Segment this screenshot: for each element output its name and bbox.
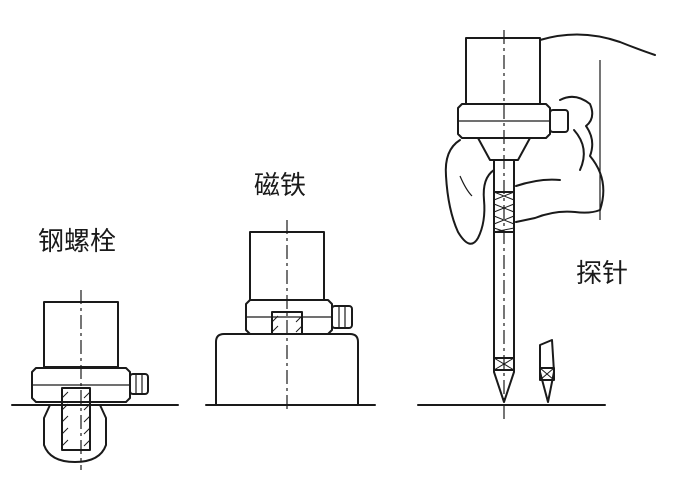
hand-finger-crease [573,129,585,171]
magnet-base [215,333,359,406]
probe-alt-tip-collar [539,367,555,381]
hand-thumb-crease [459,175,473,197]
stud-mounting-block [43,404,107,463]
stud-label: 钢螺栓 [38,227,116,257]
magnet-label: 磁铁 [254,171,306,201]
probe-mount-figure: 探针 [417,30,656,420]
stud-connector [129,373,149,395]
magnet-connector [331,305,353,329]
hand-finger-line [515,178,561,187]
probe-sensor-body [465,37,541,105]
probe-alt-tip [539,339,555,403]
hand-upper-outline [539,33,656,56]
hand-thumb-outline [444,139,495,245]
stud-threaded-hole [61,387,91,451]
probe-label: 探针 [576,259,628,289]
stud-mount-figure: 钢螺栓 [11,227,179,470]
hand-fingers-outline [515,95,605,223]
magnet-mount-figure: 磁铁 [205,171,376,410]
probe-connector [549,109,569,133]
